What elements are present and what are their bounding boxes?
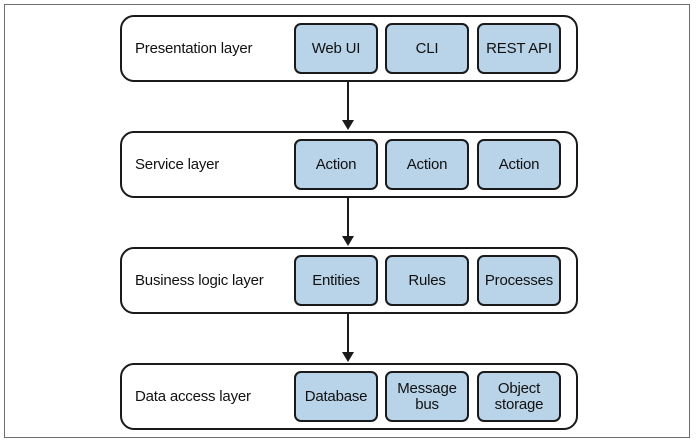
component-database: Database <box>294 371 378 422</box>
arrow-down <box>342 198 354 246</box>
data-access-layer: Data access layer Database Message bus O… <box>120 363 578 430</box>
component-rest-api: REST API <box>477 23 561 74</box>
component-action: Action <box>477 139 561 190</box>
component-action: Action <box>294 139 378 190</box>
component-web-ui: Web UI <box>294 23 378 74</box>
layer-label: Data access layer <box>135 388 251 405</box>
layer-label: Presentation layer <box>135 40 253 57</box>
business-logic-layer: Business logic layer Entities Rules Proc… <box>120 247 578 314</box>
diagram-frame <box>4 4 690 438</box>
layer-label: Service layer <box>135 156 220 173</box>
arrow-down <box>342 314 354 362</box>
component-object-storage: Object storage <box>477 371 561 422</box>
component-processes: Processes <box>477 255 561 306</box>
component-rules: Rules <box>385 255 469 306</box>
component-message-bus: Message bus <box>385 371 469 422</box>
presentation-layer: Presentation layer Web UI CLI REST API <box>120 15 578 82</box>
service-layer: Service layer Action Action Action <box>120 131 578 198</box>
layer-label: Business logic layer <box>135 272 264 289</box>
component-action: Action <box>385 139 469 190</box>
arrow-down <box>342 82 354 130</box>
component-cli: CLI <box>385 23 469 74</box>
component-entities: Entities <box>294 255 378 306</box>
